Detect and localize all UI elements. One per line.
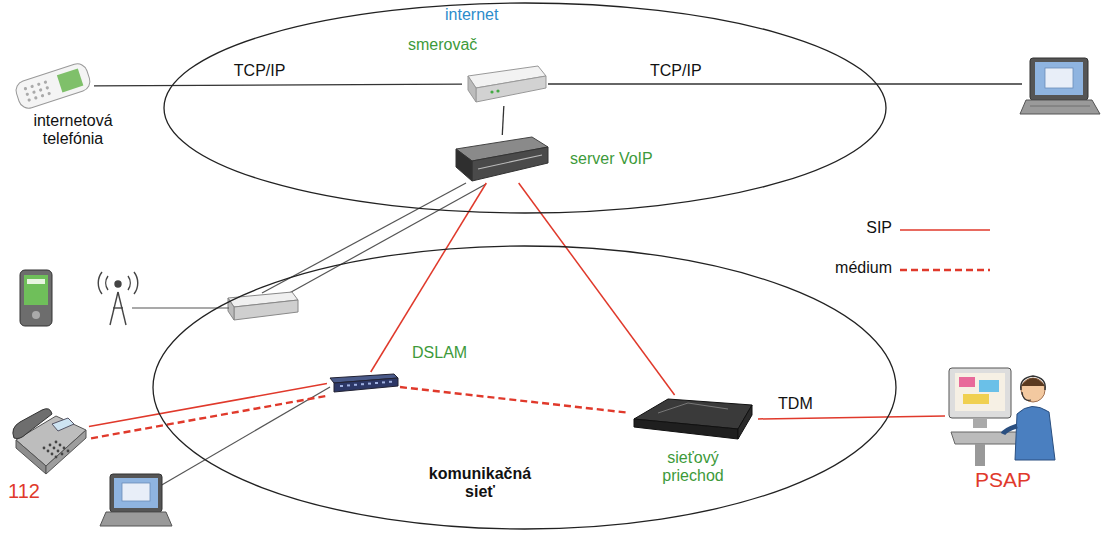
device-label: sieťový priechod [648,449,738,486]
device-node: PSAP [945,360,1065,470]
wire [284,184,486,296]
device-label: server VoIP [570,150,653,168]
device-node: internetová telefónia [12,60,94,112]
signal-link [89,384,327,427]
device-label: PSAP [975,468,1031,492]
device-icon [945,360,1065,470]
link-label: TCP/IP [232,62,288,80]
laptop-icon [1020,58,1100,114]
device-label: internetová telefónia [7,112,139,149]
region-ellipse [152,245,897,530]
device-label: smerovač [408,36,477,54]
legend-row: SIP [800,208,994,248]
pda-icon [20,270,52,326]
network-name: komunikačná sieť [422,465,538,502]
device-node: smerovač [462,62,548,106]
legend-text: SIP [800,219,898,237]
region-ellipse [163,2,887,214]
legend-row: médium [800,248,994,288]
device-icon [328,372,400,394]
laptop-icon [100,474,172,526]
device-label: 112 [8,480,40,503]
media-link [91,395,329,438]
signal-link [94,84,462,86]
network-region: komunikačná sieť DSLAM sieťový priechod [152,245,897,530]
legend: SIP médium [800,208,994,288]
device-node: DSLAM [328,372,400,394]
signal-link [502,106,504,135]
legend-sample [898,222,994,234]
media-link [400,387,628,413]
device-node: server VoIP [452,135,550,183]
device-icon [462,62,548,106]
device-node: 112 [6,400,90,480]
wire [132,307,229,308]
device-icon [6,400,90,480]
network-name: internet [445,6,498,24]
signal-link [519,183,675,395]
antenna-icon [98,272,138,325]
legend-text: médium [800,259,898,277]
tcpip-wire [548,83,1022,84]
protocol-label: TCP/IP [650,62,702,80]
legend-sample [898,262,994,274]
device-label: DSLAM [412,344,467,362]
device-icon [628,395,758,445]
access-box-icon [228,292,298,320]
link-label: TDM [776,395,815,413]
device-icon [452,135,550,183]
wire [160,387,330,486]
network-region: internet smerovač server VoIP [163,2,887,214]
signal-link [758,416,945,419]
device-node: sieťový priechod [628,395,758,445]
device-icon [12,60,94,112]
